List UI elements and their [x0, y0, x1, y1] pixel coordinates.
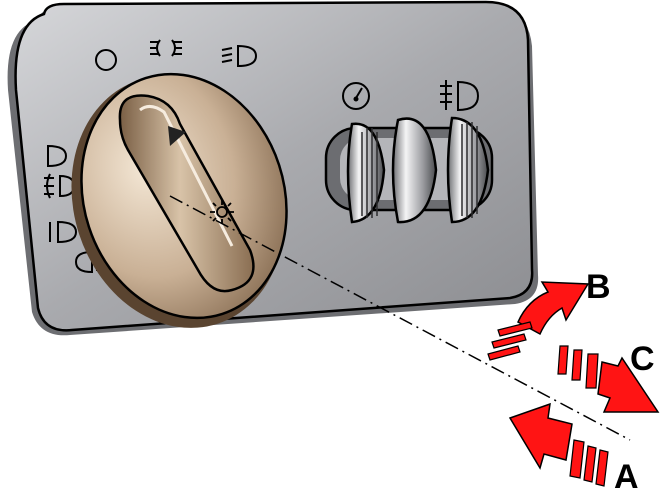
side-light-icon — [47, 144, 68, 168]
headlight-range-icon — [440, 80, 480, 112]
instrument-dimmer-roller[interactable] — [346, 122, 386, 224]
headlight-range-roller[interactable] — [446, 116, 490, 224]
parking-light-icon — [150, 39, 182, 57]
knob-symbols — [44, 39, 258, 275]
knob-pointer-icon — [168, 126, 186, 146]
arrow-b-rotate — [487, 281, 590, 361]
arrow-a-push — [508, 402, 609, 487]
arrow-c-pull — [557, 345, 660, 413]
off-position-icon — [95, 49, 117, 71]
low-beam-icon — [221, 44, 258, 68]
label-c: C — [630, 340, 655, 378]
instrument-dimmer-icon — [342, 82, 370, 110]
roller-switches — [324, 116, 494, 224]
sun-icon — [210, 200, 234, 224]
rotation-axis-line — [169, 195, 631, 441]
label-b: B — [586, 268, 611, 306]
label-a: A — [614, 458, 639, 495]
rotary-light-knob[interactable] — [40, 47, 318, 356]
rear-fog-light-icon — [49, 220, 78, 244]
center-roller-housing — [391, 117, 438, 224]
knob-grip[interactable] — [118, 94, 255, 293]
